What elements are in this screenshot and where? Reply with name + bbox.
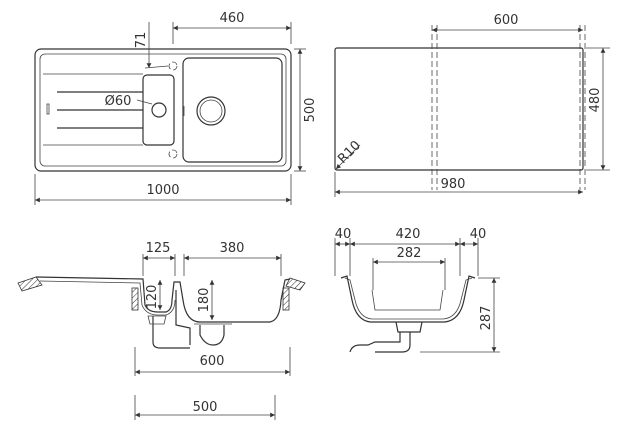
dim-460: 460 [220,11,245,26]
side-section: 125 380 120 180 600 500 [17,241,306,420]
dim-420: 420 [396,227,421,242]
small-drain-icon [151,102,167,118]
dim-600-cabinet: 600 [200,354,225,369]
dim-980: 980 [441,177,466,192]
dim-500-top: 500 [303,98,318,123]
dim-71: 71 [134,32,149,49]
dim-1000: 1000 [146,183,179,198]
dim-40-right: 40 [470,227,487,242]
dim-480: 480 [588,88,603,113]
dim-287: 287 [479,306,494,331]
dim-diameter-60: Ø60 [105,94,132,109]
dim-125: 125 [146,241,171,256]
small-bowl [142,74,175,146]
main-bowl [182,57,283,163]
dim-500-cabinet: 500 [193,400,218,415]
front-section: 40 420 40 282 287 [334,227,500,353]
top-view: 460 71 Ø60 500 1000 [34,11,318,205]
dim-40-left: 40 [335,227,352,242]
dim-r10: R10 [335,138,364,167]
dim-380: 380 [220,241,245,256]
dim-600-cutout: 600 [494,13,519,28]
cutout-view: 600 480 R10 980 [334,13,610,197]
dim-282: 282 [397,246,422,261]
dim-120: 120 [145,285,160,310]
dim-180: 180 [197,288,212,313]
